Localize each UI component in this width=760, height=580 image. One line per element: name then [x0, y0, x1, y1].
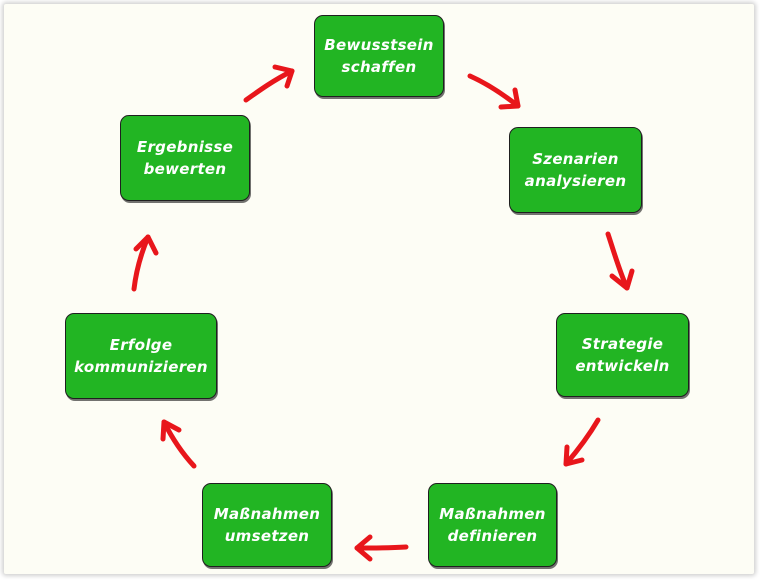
- node-strategie-entwickeln: Strategie entwickeln: [556, 313, 689, 397]
- node-label-line: Maßnahmen: [439, 505, 546, 523]
- node-massnahmen-umsetzen: Maßnahmen umsetzen: [202, 483, 332, 567]
- node-label-line: schaffen: [341, 58, 417, 76]
- node-szenarien-analysieren: Szenarien analysieren: [509, 127, 642, 213]
- node-label-line: Szenarien: [532, 150, 619, 168]
- node-label-line: Strategie: [581, 335, 664, 353]
- node-label-line: bewerten: [143, 160, 227, 178]
- node-massnahmen-definieren: Maßnahmen definieren: [428, 483, 557, 567]
- node-erfolge-kommunizieren: Erfolge kommunizieren: [65, 313, 217, 399]
- node-label-line: Ergebnisse: [136, 138, 234, 156]
- node-label-line: umsetzen: [224, 527, 310, 545]
- node-bewusstsein-schaffen: Bewusstsein schaffen: [314, 15, 444, 97]
- node-label-line: entwickeln: [575, 357, 670, 375]
- node-label-line: analysieren: [524, 172, 627, 190]
- node-label-line: Bewusstsein: [324, 36, 434, 54]
- node-label-line: Erfolge: [109, 336, 173, 354]
- node-ergebnisse-bewerten: Ergebnisse bewerten: [120, 115, 250, 201]
- node-label-line: definieren: [447, 527, 538, 545]
- node-label-line: kommunizieren: [74, 358, 208, 376]
- node-label-line: Maßnahmen: [213, 505, 321, 523]
